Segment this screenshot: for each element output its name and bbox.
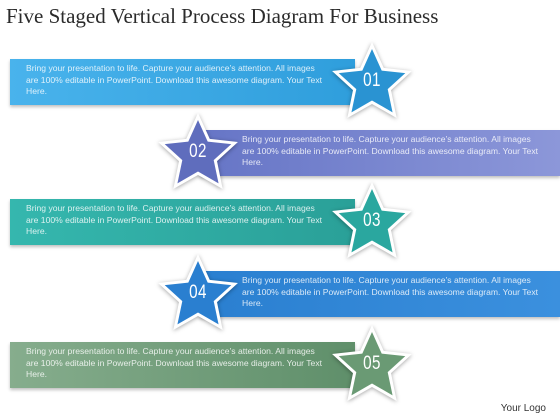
step-1-text: Bring your presentation to life. Capture… (26, 63, 323, 96)
step-4-text: Bring your presentation to life. Capture… (242, 275, 539, 308)
process-step-4: Bring your presentation to life. Capture… (0, 252, 560, 336)
step-5-star-icon: 05 (330, 323, 414, 407)
process-step-1: Bring your presentation to life. Capture… (0, 40, 560, 124)
step-3-text: Bring your presentation to life. Capture… (26, 203, 323, 236)
page-title: Five Staged Vertical Process Diagram For… (6, 4, 439, 28)
step-2-number: 02 (189, 141, 207, 162)
logo-text: Your Logo (500, 403, 546, 414)
process-step-3: Bring your presentation to life. Capture… (0, 180, 560, 264)
step-2-band: Bring your presentation to life. Capture… (200, 130, 560, 176)
step-1-number: 01 (363, 70, 381, 91)
step-4-star-icon: 04 (156, 252, 240, 336)
step-2-text: Bring your presentation to life. Capture… (242, 134, 539, 167)
step-5-text: Bring your presentation to life. Capture… (26, 346, 323, 379)
step-4-band: Bring your presentation to life. Capture… (200, 271, 560, 317)
step-3-band: Bring your presentation to life. Capture… (10, 199, 355, 245)
step-3-number: 03 (363, 210, 381, 231)
step-5-band: Bring your presentation to life. Capture… (10, 342, 355, 388)
step-1-star-icon: 01 (330, 40, 414, 124)
step-5-number: 05 (363, 353, 381, 374)
step-3-star-icon: 03 (330, 180, 414, 264)
process-step-2: Bring your presentation to life. Capture… (0, 111, 560, 195)
step-4-number: 04 (189, 282, 207, 303)
step-1-band: Bring your presentation to life. Capture… (10, 59, 355, 105)
step-2-star-icon: 02 (156, 111, 240, 195)
process-step-5: Bring your presentation to life. Capture… (0, 323, 560, 407)
